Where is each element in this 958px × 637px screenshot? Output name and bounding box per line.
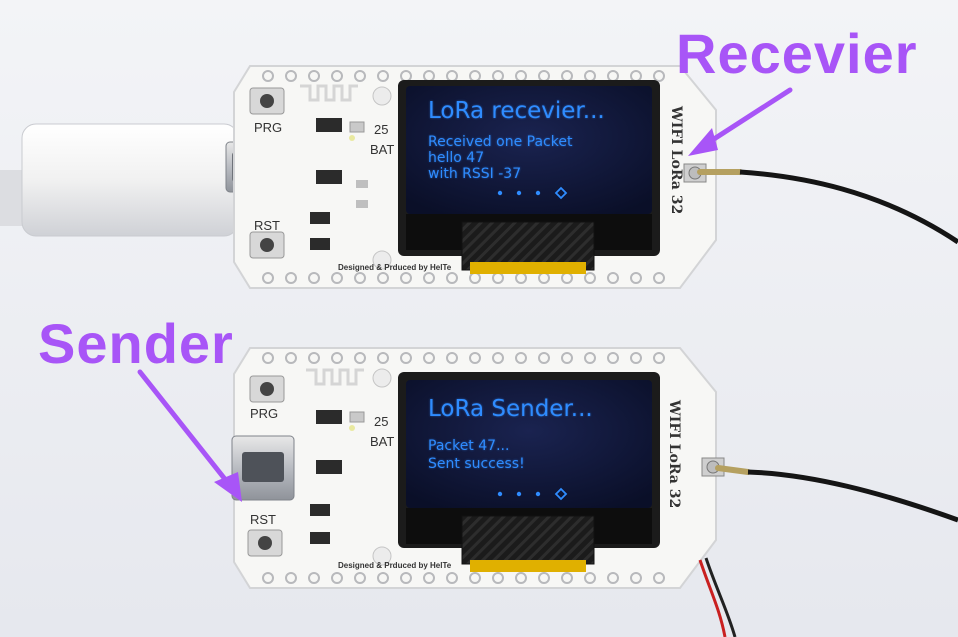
receiver-oled-line-1: Received one Packet [428,134,573,150]
receiver-label: Recevier [676,22,918,85]
receiver-oled-line-2: hello 47 [428,150,485,166]
receiver-arrow [688,87,793,156]
sender-label: Sender [38,312,234,375]
receiver-bat-label: BAT [370,142,395,157]
sender-rst-label: RST [250,512,276,527]
sender-oled-line-1: Packet 47... [428,438,510,454]
sender-prg-label: PRG [250,406,279,421]
receiver-model-text: WIFI LoRa 32 [668,106,684,215]
sender-oled-line-2: Sent success! [428,456,525,472]
receiver-credit-text: Designed & Prduced by HelTe [338,263,452,272]
sender-credit-text: Designed & Prduced by HelTe [338,561,452,570]
receiver-rst-label: RST [254,218,280,233]
sender-oled-title: LoRa Sender... [428,396,593,422]
sender-pin-label: 25 [374,414,389,429]
receiver-prg-label: PRG [254,120,283,135]
receiver-board [233,65,958,289]
receiver-oled-line-3: with RSSI -37 [428,166,522,182]
receiver-pin-label: 25 [374,122,389,137]
receiver-oled-title: LoRa recevier... [428,98,605,124]
sender-model-text: WIFI LoRa 32 [666,400,682,509]
sender-arrow [137,369,242,502]
sender-bat-label: BAT [370,434,395,449]
sender-board [231,347,958,637]
